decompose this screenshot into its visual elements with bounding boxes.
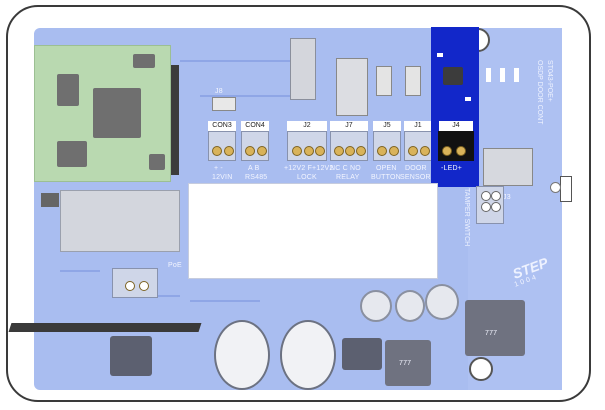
poe-label: PoE bbox=[168, 262, 182, 269]
screw-icon bbox=[345, 146, 355, 156]
screw-icon bbox=[245, 146, 255, 156]
board-subtitle: OSDP DOOR CONT bbox=[536, 60, 543, 125]
poe-terminal[interactable] bbox=[112, 268, 158, 298]
sensor-caption: SENSOR bbox=[400, 174, 431, 181]
screw-icon bbox=[334, 146, 344, 156]
j4-terminal[interactable] bbox=[438, 131, 474, 161]
screw-icon bbox=[304, 146, 314, 156]
capacitor bbox=[360, 290, 392, 322]
small-relay bbox=[405, 66, 421, 96]
power-component bbox=[290, 38, 316, 100]
capacitor bbox=[425, 284, 459, 320]
trace bbox=[60, 270, 100, 272]
small-chip bbox=[149, 154, 165, 170]
j8-header bbox=[212, 97, 236, 111]
inductor bbox=[110, 336, 152, 376]
screw-icon bbox=[212, 146, 222, 156]
capacitor bbox=[280, 320, 336, 390]
ethernet-jack bbox=[483, 148, 533, 186]
inductor-marking: 777 bbox=[399, 360, 412, 367]
screw-icon bbox=[408, 146, 418, 156]
small-chip bbox=[133, 54, 155, 68]
j5-label: J5 bbox=[373, 121, 401, 131]
flash-chip bbox=[57, 141, 87, 167]
ribbon-cable bbox=[8, 323, 202, 332]
power-inductor: 777 bbox=[465, 300, 525, 356]
smd-part bbox=[486, 68, 491, 82]
board-model: ST043-POE+ bbox=[546, 60, 553, 102]
smd-part bbox=[514, 68, 519, 82]
j7-label: J7 bbox=[330, 121, 368, 131]
j2-label: J2 bbox=[287, 121, 327, 131]
open-caption: OPEN bbox=[376, 165, 397, 172]
screw-icon bbox=[315, 146, 325, 156]
power-inductor: 777 bbox=[385, 340, 431, 386]
screw-icon bbox=[481, 191, 491, 201]
rj45-port[interactable] bbox=[60, 190, 180, 252]
trace bbox=[190, 300, 260, 302]
lock-pins: +12V2 F+12V2 bbox=[284, 165, 334, 172]
j1-terminal[interactable] bbox=[404, 131, 432, 161]
j4-label: J4 bbox=[439, 121, 473, 131]
con4-label: CON4 bbox=[241, 121, 269, 131]
screw-icon bbox=[481, 202, 491, 212]
con3-caption: 12VIN bbox=[212, 174, 233, 181]
screw-icon bbox=[257, 146, 267, 156]
smd-part bbox=[465, 97, 471, 101]
capacitor bbox=[214, 320, 270, 390]
relay-caption: RELAY bbox=[336, 174, 360, 181]
screw-icon bbox=[389, 146, 399, 156]
j3-terminal[interactable] bbox=[476, 186, 504, 224]
screw-icon bbox=[456, 146, 466, 156]
lock-caption: LOCK bbox=[297, 174, 317, 181]
smd-part bbox=[500, 68, 505, 82]
header-pins bbox=[41, 193, 59, 207]
smd-part bbox=[437, 53, 443, 57]
led-driver-chip bbox=[443, 67, 463, 85]
module-connector bbox=[171, 65, 179, 175]
screw-icon bbox=[420, 146, 430, 156]
relay-pins: NC C NO bbox=[330, 165, 361, 172]
button-caption: BUTTON bbox=[371, 174, 401, 181]
con4-pins: A B bbox=[248, 165, 260, 172]
cpu-module bbox=[34, 45, 171, 182]
j8-label: J8 bbox=[215, 88, 223, 95]
processor-chip bbox=[93, 88, 141, 138]
screw-icon bbox=[491, 202, 501, 212]
screw-icon bbox=[125, 281, 135, 291]
con3-polarity: + - bbox=[214, 165, 223, 172]
screw-icon bbox=[139, 281, 149, 291]
status-led bbox=[550, 182, 561, 193]
screw-icon bbox=[377, 146, 387, 156]
screw-icon bbox=[224, 146, 234, 156]
inductor-marking: 777 bbox=[485, 330, 498, 337]
j5-terminal[interactable] bbox=[373, 131, 401, 161]
j2-terminal[interactable] bbox=[287, 131, 327, 161]
con4-terminal[interactable] bbox=[241, 131, 269, 161]
trace bbox=[200, 95, 290, 97]
screw-icon bbox=[292, 146, 302, 156]
con3-label: CON3 bbox=[208, 121, 236, 131]
con3-terminal[interactable] bbox=[208, 131, 236, 161]
tamper-switch[interactable] bbox=[560, 176, 572, 202]
screw-icon bbox=[491, 191, 501, 201]
relay bbox=[336, 58, 368, 116]
led-caption: -LED+ bbox=[441, 165, 463, 172]
tamper-caption: TAMPER SWITCH bbox=[463, 188, 470, 247]
trace bbox=[180, 60, 290, 62]
small-relay bbox=[376, 66, 392, 96]
mount-hole bbox=[469, 357, 493, 381]
screw-icon bbox=[356, 146, 366, 156]
door-caption: DOOR bbox=[405, 165, 427, 172]
inductor bbox=[342, 338, 382, 370]
screw-icon bbox=[442, 146, 452, 156]
j3-label: J3 bbox=[503, 194, 511, 201]
display-area bbox=[188, 183, 438, 279]
j1-label: J1 bbox=[404, 121, 432, 131]
j4-highlight: J4 -LED+ bbox=[431, 27, 479, 187]
capacitor bbox=[395, 290, 425, 322]
j7-terminal[interactable] bbox=[330, 131, 368, 161]
memory-chip bbox=[57, 74, 79, 106]
con4-caption: RS485 bbox=[245, 174, 268, 181]
